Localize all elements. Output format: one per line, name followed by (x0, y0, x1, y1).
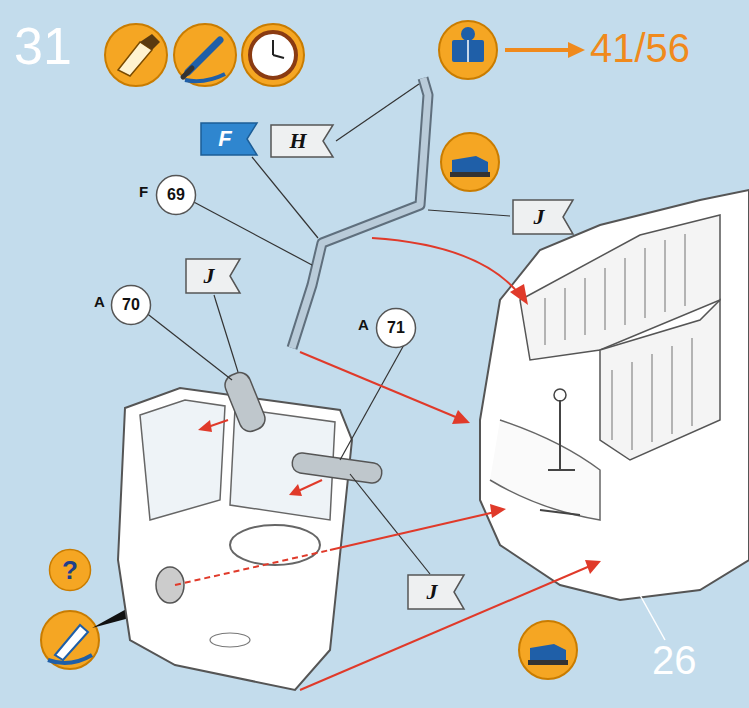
node-text: 70 (122, 297, 140, 313)
node-shape (50, 550, 91, 591)
node-shape (271, 125, 333, 157)
paint-icon (105, 24, 167, 86)
help-icon: ? (48, 548, 92, 592)
callout-number: 71 (375, 307, 417, 349)
color-flag: J (185, 258, 241, 294)
node-text: 69 (167, 187, 185, 203)
arrow-heads (198, 284, 601, 574)
node-text: J (427, 581, 438, 603)
leader-lines (145, 84, 510, 574)
visor-part (291, 452, 383, 484)
color-flag: F (200, 122, 258, 156)
reference-pages: 41/56 (590, 28, 690, 68)
frame-part (292, 78, 428, 348)
brush-icon (174, 24, 236, 86)
node-shape (513, 200, 573, 234)
car-body (480, 190, 749, 640)
assembly-arrows (175, 238, 590, 690)
callout-number: 69 (155, 174, 197, 216)
color-flag: J (407, 574, 465, 610)
step-number: 31 (14, 20, 72, 72)
node-text: H (289, 130, 306, 152)
manual-icon (439, 21, 497, 79)
node-text: J (204, 265, 215, 287)
node-text: F (218, 128, 231, 150)
clock-icon (242, 24, 304, 86)
color-flag: H (270, 124, 334, 158)
cab-front (118, 388, 352, 690)
node-shape (201, 123, 257, 155)
sprue-letter: A (94, 294, 105, 309)
node-shape (112, 286, 151, 325)
glue-icon (441, 133, 499, 191)
node-shape (157, 176, 196, 215)
sprue-letter: A (358, 317, 369, 332)
node-shape (186, 259, 240, 293)
glue-icon (519, 621, 577, 679)
sprue-letter: F (139, 184, 148, 199)
mirror-part (222, 369, 269, 434)
callout-number: 70 (110, 284, 152, 326)
node-shape (408, 575, 464, 609)
node-text: ? (62, 557, 78, 583)
node-text: 71 (387, 320, 405, 336)
color-flag: J (512, 199, 574, 235)
node-shape (377, 309, 416, 348)
node-text: J (534, 206, 545, 228)
part-number: 26 (652, 640, 697, 680)
